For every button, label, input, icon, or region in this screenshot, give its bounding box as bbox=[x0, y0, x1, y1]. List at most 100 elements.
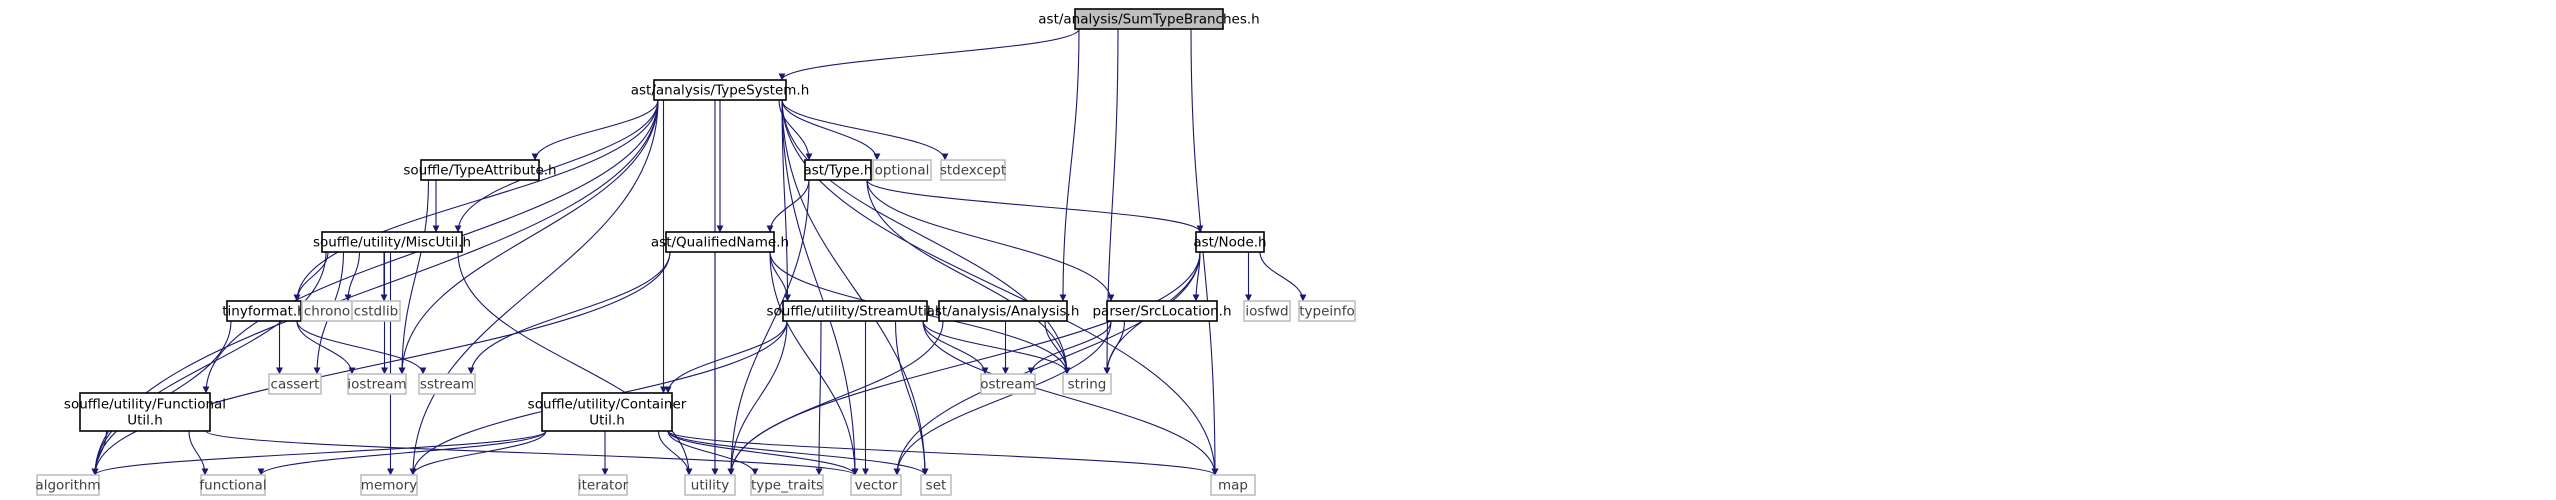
node-analysis[interactable]: ast/analysis/Analysis.h bbox=[927, 300, 1080, 322]
node-typesystem[interactable]: ast/analysis/TypeSystem.h bbox=[631, 79, 810, 101]
node-node[interactable]: ast/Node.h bbox=[1193, 231, 1267, 253]
edge-containerutil-to-utility bbox=[657, 430, 693, 476]
edge-srclocation-to-vector bbox=[893, 320, 1112, 476]
node-set: set bbox=[920, 474, 952, 496]
node-optional-label: optional bbox=[875, 163, 930, 179]
edge-containerutil-to-vector bbox=[667, 430, 859, 476]
node-sstream: sstream bbox=[418, 373, 476, 395]
node-set-box bbox=[920, 474, 952, 496]
node-cassert: cassert bbox=[268, 373, 322, 395]
node-typeattribute-label: souffle/TypeAttribute.h bbox=[403, 163, 556, 179]
node-node-label: ast/Node.h bbox=[1193, 235, 1266, 251]
edge-srclocation-to-string bbox=[1103, 320, 1126, 375]
node-iterator: iterator bbox=[578, 474, 629, 496]
node-tinyformat-label: tinyformat.h bbox=[222, 304, 305, 320]
edge-typesystem-to-optional bbox=[781, 99, 881, 161]
node-functionalutil-label: Util.h bbox=[127, 413, 163, 429]
node-utility-box bbox=[684, 474, 736, 496]
node-typeattribute[interactable]: souffle/TypeAttribute.h bbox=[403, 159, 557, 181]
edge-containerutil-to-set bbox=[667, 430, 929, 476]
edge-typesystem-to-stdexcept bbox=[781, 99, 949, 161]
node-type-box bbox=[804, 159, 872, 181]
edge-node-to-typeinfo bbox=[1259, 251, 1307, 302]
node-iterator-label: iterator bbox=[578, 478, 629, 494]
node-ostream: ostream bbox=[980, 373, 1036, 395]
node-srclocation[interactable]: parser/SrcLocation.h bbox=[1092, 300, 1232, 322]
node-optional-box bbox=[872, 159, 932, 181]
node-iterator-box bbox=[578, 474, 628, 496]
node-cstdlib-label: cstdlib bbox=[354, 304, 398, 320]
edge-containerutil-to-map bbox=[667, 430, 1219, 476]
node-utility: utility bbox=[684, 474, 736, 496]
edge-root-to-analysis bbox=[1059, 28, 1080, 302]
node-cassert-label: cassert bbox=[271, 377, 320, 393]
edge-typesystem-to-set bbox=[781, 99, 929, 476]
node-typeinfo-label: typeinfo bbox=[1299, 304, 1354, 320]
node-srclocation-box bbox=[1106, 300, 1218, 322]
node-map-box bbox=[1210, 474, 1256, 496]
node-qualifiedname-box bbox=[665, 231, 775, 253]
edge-typesystem-to-type bbox=[778, 99, 813, 161]
edge-typesystem-to-iostream bbox=[398, 99, 659, 375]
node-string-label: string bbox=[1068, 377, 1107, 393]
edge-functionalutil-to-vector bbox=[205, 430, 859, 476]
edge-node-to-vector bbox=[893, 251, 1201, 476]
node-stdexcept-box bbox=[940, 159, 1006, 181]
node-stdexcept-label: stdexcept bbox=[940, 163, 1006, 179]
edge-typesystem-to-string bbox=[781, 99, 1071, 375]
node-iosfwd-box bbox=[1243, 300, 1291, 322]
node-root[interactable]: ast/analysis/SumTypeBranches.h bbox=[1038, 8, 1260, 30]
node-streamutil[interactable]: souffle/utility/StreamUtil.h bbox=[766, 300, 944, 322]
node-streamutil-label: souffle/utility/StreamUtil.h bbox=[766, 304, 943, 320]
node-typesystem-label: ast/analysis/TypeSystem.h bbox=[631, 83, 810, 99]
edge-typeattribute-to-iostream bbox=[398, 179, 430, 375]
node-cassert-box bbox=[268, 373, 322, 395]
node-algorithm-label: algorithm bbox=[35, 478, 100, 494]
node-typeinfo: typeinfo bbox=[1298, 300, 1356, 322]
node-type-label: ast/Type.h bbox=[803, 163, 872, 179]
edge-containerutil-to-algorithm bbox=[91, 430, 547, 476]
node-srclocation-label: parser/SrcLocation.h bbox=[1092, 304, 1231, 320]
edge-type-to-srclocation bbox=[866, 179, 1115, 302]
node-miscutil[interactable]: souffle/utility/MiscUtil.h bbox=[313, 231, 471, 253]
node-tinyformat-box bbox=[226, 300, 302, 322]
node-iostream: iostream bbox=[347, 373, 407, 395]
node-functionalutil-box bbox=[79, 392, 211, 432]
edge-streamutil-to-ostream bbox=[922, 320, 989, 375]
node-containerutil-label: Util.h bbox=[589, 413, 625, 429]
edge-tinyformat-to-iostream bbox=[296, 320, 356, 375]
edge-typesystem-to-typeattribute bbox=[531, 99, 659, 161]
edge-containerutil-to-memory bbox=[409, 430, 547, 476]
node-type[interactable]: ast/Type.h bbox=[803, 159, 873, 181]
node-iostream-box bbox=[347, 373, 407, 395]
node-string: string bbox=[1062, 373, 1112, 395]
edge-qualifiedname-to-sstream bbox=[467, 251, 671, 375]
edge-type-to-qualifiedname bbox=[766, 179, 810, 233]
node-root-label: ast/analysis/SumTypeBranches.h bbox=[1038, 12, 1259, 28]
node-vector-box bbox=[850, 474, 902, 496]
edge-type-to-utility bbox=[727, 179, 810, 476]
node-utility-label: utility bbox=[691, 478, 729, 494]
node-tinyformat[interactable]: tinyformat.h bbox=[222, 300, 306, 322]
edge-typesystem-to-memory bbox=[409, 99, 659, 476]
edge-streamutil-to-string bbox=[922, 320, 1071, 375]
node-miscutil-box bbox=[321, 231, 463, 253]
edge-miscutil-to-chrono bbox=[344, 251, 361, 302]
edge-containerutil-to-functional bbox=[257, 430, 547, 476]
node-qualifiedname[interactable]: ast/QualifiedName.h bbox=[651, 231, 789, 253]
edge-typesystem-to-map bbox=[781, 99, 1219, 476]
node-root-box bbox=[1074, 8, 1224, 30]
node-node-box bbox=[1195, 231, 1265, 253]
node-map: map bbox=[1210, 474, 1256, 496]
node-algorithm: algorithm bbox=[35, 474, 101, 496]
node-stdexcept: stdexcept bbox=[940, 159, 1006, 181]
node-chrono: chrono bbox=[301, 300, 353, 322]
node-typeattribute-box bbox=[420, 159, 540, 181]
edge-streamutil-to-utility bbox=[727, 320, 788, 476]
node-analysis-label: ast/analysis/Analysis.h bbox=[927, 304, 1080, 320]
node-typeinfo-box bbox=[1298, 300, 1356, 322]
node-functional-label: functional bbox=[199, 478, 266, 494]
